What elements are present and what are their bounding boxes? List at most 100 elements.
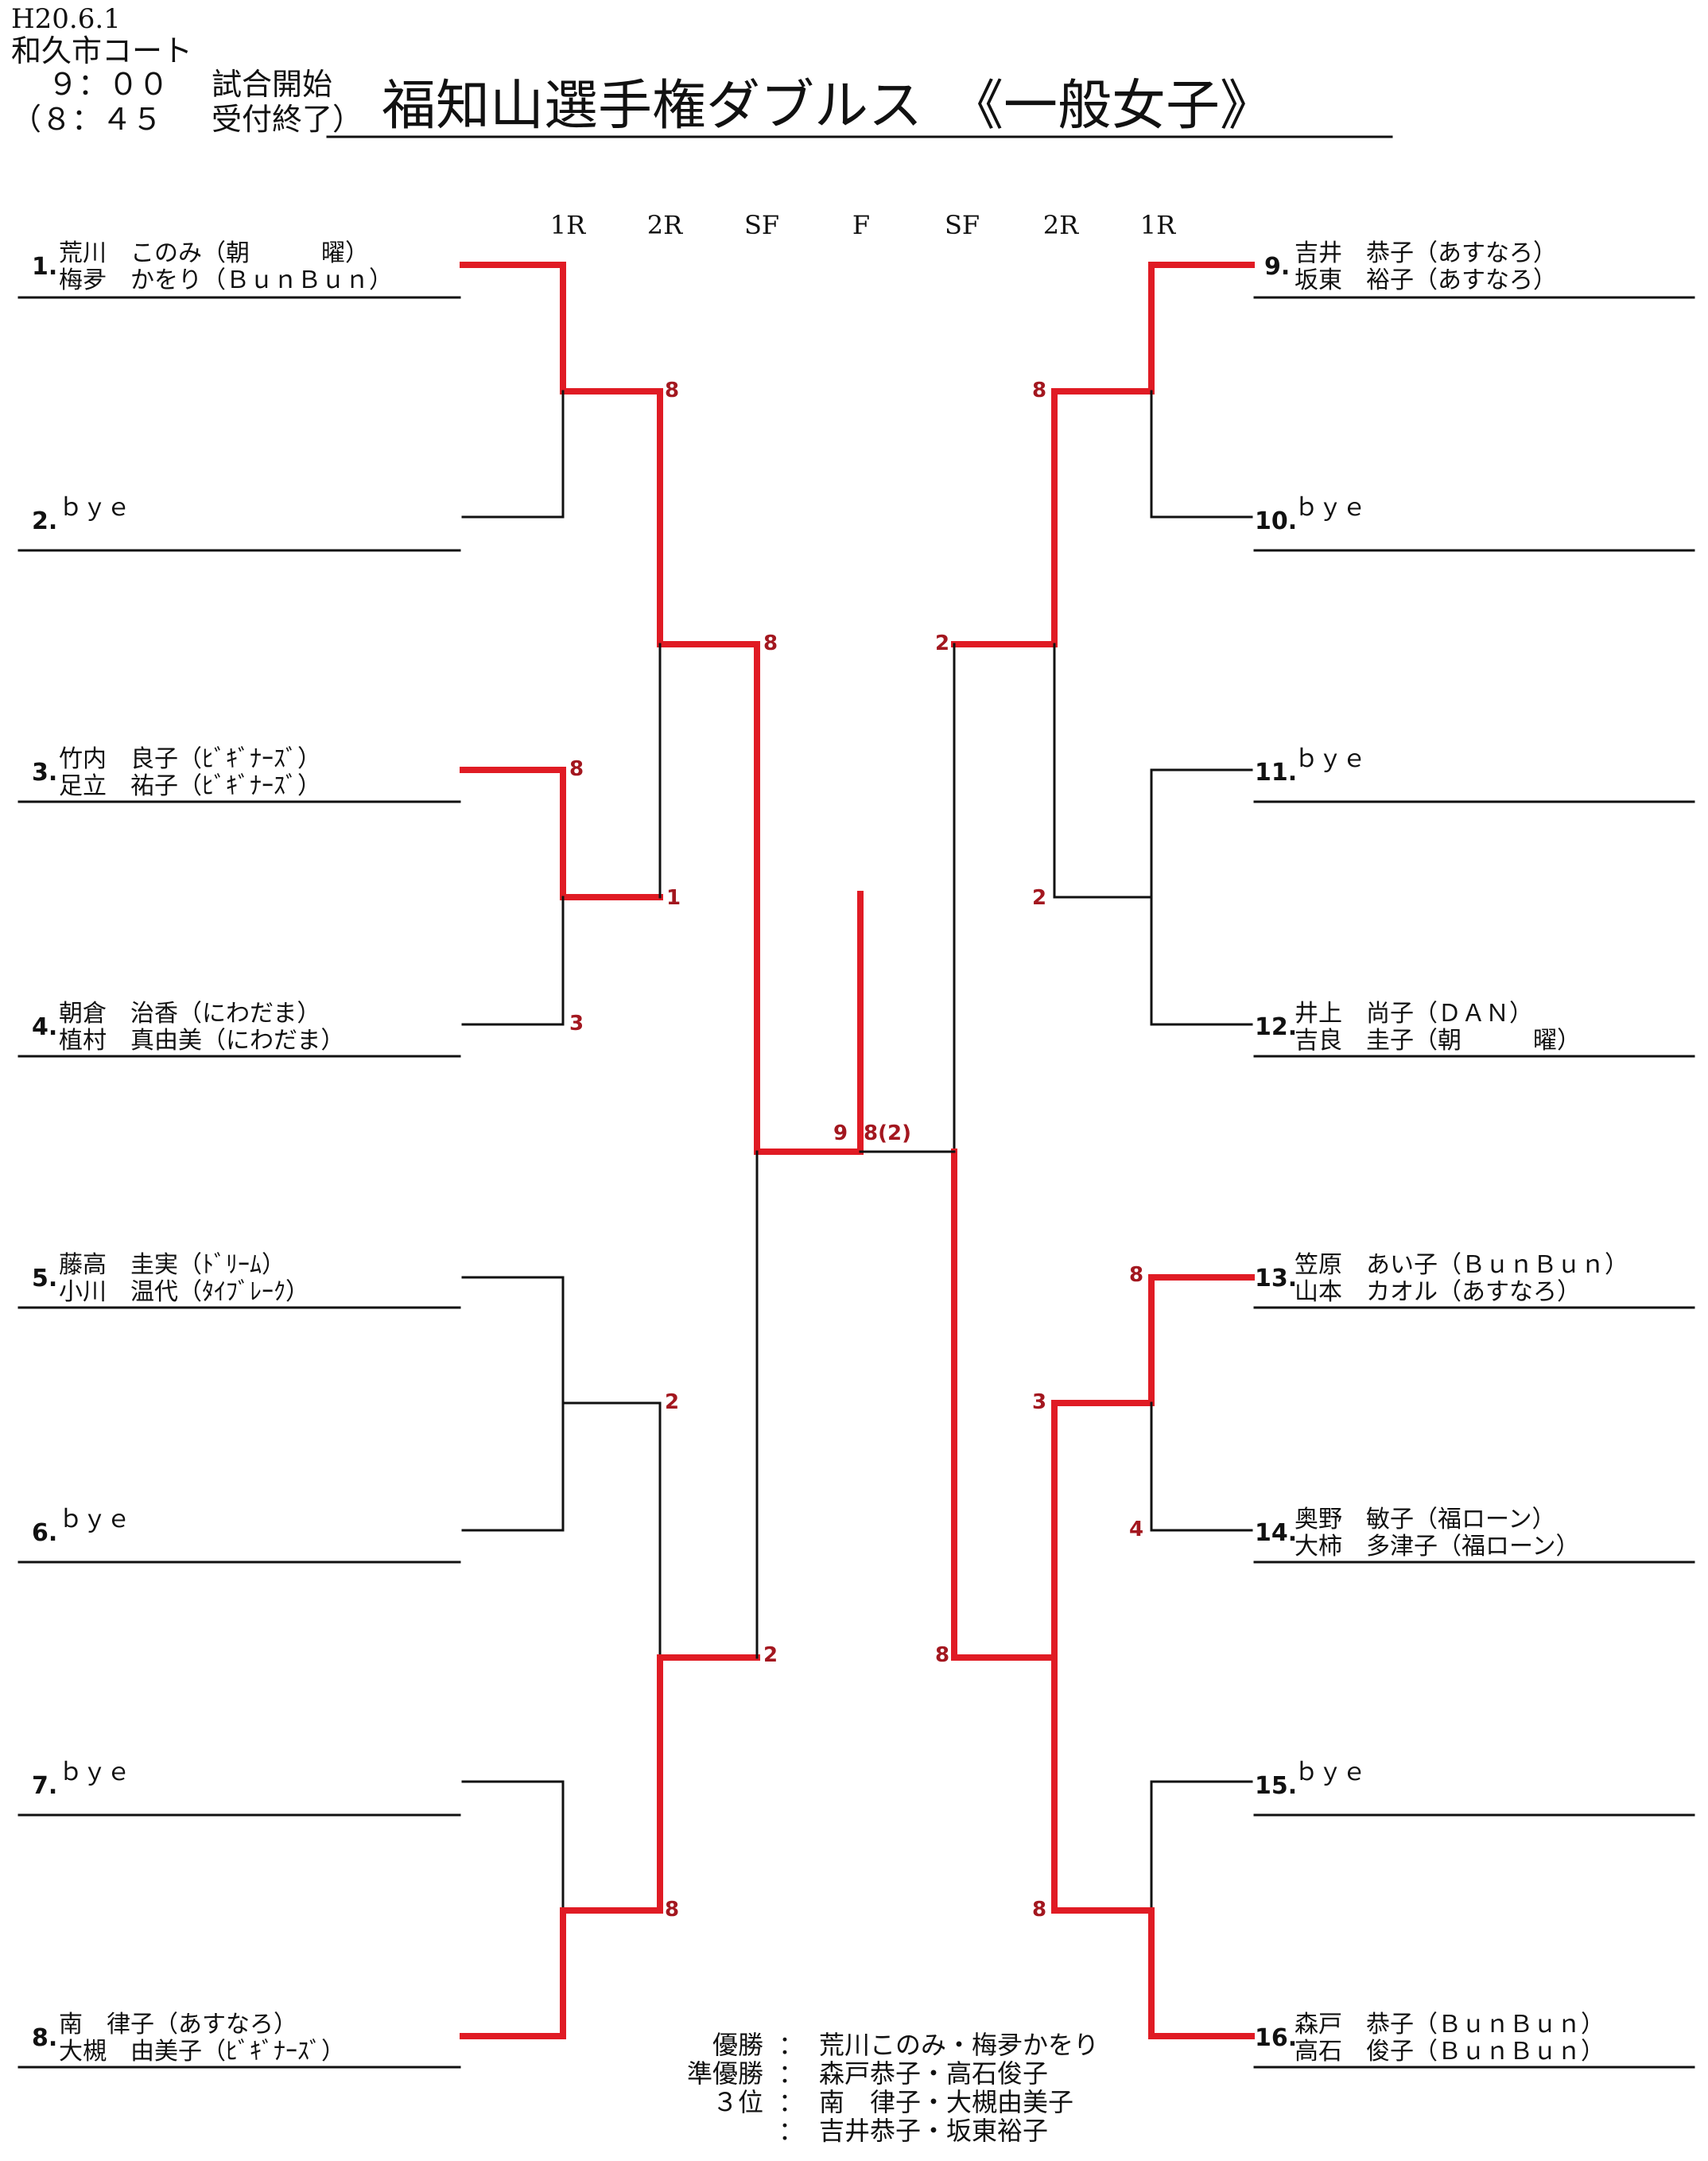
score-right-r2-match2-winner: 8 — [1032, 1898, 1047, 1922]
entry-players: ｂｙｅ — [59, 495, 130, 522]
bracket-line-19 — [1150, 896, 1253, 1026]
entry-players: 荒川 このみ（朝 曜）梅夛 かをり（ＢｕｎＢｕｎ） — [59, 240, 393, 294]
score-final-left: 9 — [833, 1121, 848, 1145]
bracket-line-18 — [1053, 768, 1253, 899]
final-results: 優勝：荒川このみ・梅夛かをり 準優勝 ： 森戸恭子・高石俊子 ３位 ： 南 律子・大槻由… — [644, 2031, 1099, 2145]
player-1: ｂｙｅ — [59, 494, 130, 522]
player-2: 山本 カオル（あすなろ） — [1295, 1278, 1581, 1306]
entry-players: ｂｙｅ — [59, 1506, 130, 1533]
round-label-left-sf: SF — [743, 210, 780, 240]
result-value: 南 律子・大槻由美子 — [819, 2087, 1074, 2117]
bracket-line-21 — [1150, 1401, 1253, 1532]
entry-1: 1. 荒川 このみ（朝 曜）梅夛 かをり（ＢｕｎＢｕｎ） — [0, 239, 461, 294]
bracket-line-1 — [460, 262, 663, 394]
player-1: 笠原 あい子（ＢｕｎＢｕｎ） — [1295, 1251, 1628, 1279]
entry-3: 3. 竹内 良子（ﾋﾞｷﾞﾅｰｽﾞ）足立 祐子（ﾋﾞｷﾞﾅｰｽﾞ） — [0, 744, 461, 800]
start-label: 試合開始 — [212, 67, 333, 102]
score-right-sf-winner: 8 — [935, 1643, 950, 1667]
player-2: 梅夛 かをり（ＢｕｎＢｕｎ） — [59, 266, 393, 294]
bracket-line-6 — [461, 1401, 565, 1532]
entry-number: 16. — [1255, 2024, 1298, 2052]
score-right-r2-match1-loser: 2 — [1032, 886, 1047, 910]
result-separator: ： — [778, 2116, 804, 2146]
score-left-r1-match2-loser: 3 — [569, 1012, 584, 1036]
round-label-right-2r: 2R — [1042, 210, 1079, 240]
bracket-line-3 — [460, 767, 663, 900]
round-label-left-1r: 1R — [549, 210, 586, 240]
entry-8: 8. 南 律子（あすなろ）大槻 由美子（ﾋﾞｷﾞﾅｰｽﾞ） — [0, 2010, 461, 2066]
entry-11: 11. ｂｙｅ — [1255, 744, 1700, 800]
score-left-r1-match1-winner: 8 — [665, 379, 680, 402]
score-right-r1-match3-loser: 4 — [1129, 1518, 1144, 1541]
result-label: 準優勝 — [686, 2058, 763, 2089]
round-label-final: F — [852, 210, 871, 240]
bracket-line-8 — [460, 1907, 663, 2039]
entry-14: 14. 奥野 敏子（福ローン）大柿 多津子（福ローン） — [1255, 1505, 1700, 1561]
entry-number: 5. — [32, 1265, 58, 1292]
entry-number: 1. — [32, 253, 58, 281]
bracket-line-9 — [657, 388, 760, 647]
entry-number: 6. — [32, 1519, 58, 1547]
result-separator: ： — [778, 2087, 804, 2117]
entry-players: 南 律子（あすなろ）大槻 由美子（ﾋﾞｷﾞﾅｰｽﾞ） — [59, 2011, 345, 2066]
score-right-sf-loser: 2 — [935, 632, 950, 655]
entry-number: 13. — [1255, 1265, 1298, 1292]
player-1: 朝倉 治香（にわだま） — [59, 1000, 321, 1028]
player-1: ｂｙｅ — [59, 1506, 130, 1533]
bracket-line-27 — [951, 1654, 1058, 1914]
score-right-r2-match1-winner: 8 — [1032, 379, 1047, 402]
bracket-line-16 — [1051, 262, 1255, 394]
player-2: 坂東 裕子（あすなろ） — [1295, 266, 1557, 294]
player-2: 植村 真由美（にわだま） — [59, 1027, 345, 1055]
page-title: 福知山選手権ダブルス 《一般女子》 — [382, 75, 1275, 138]
entry-players: 朝倉 治香（にわだま）植村 真由美（にわだま） — [59, 1001, 344, 1055]
entry-16: 16. 森戸 恭子（ＢｕｎＢｕｎ）高石 俊子（ＢｕｎＢｕｎ） — [1255, 2010, 1700, 2066]
entry-7: 7. ｂｙｅ — [0, 1758, 461, 1813]
result-runner-up: 準優勝 ： 森戸恭子・高石俊子 — [644, 2059, 1099, 2088]
player-1: 南 律子（あすなろ） — [59, 2011, 297, 2039]
score-left-r2-match1-loser: 1 — [666, 886, 681, 910]
round-label-right-sf: SF — [944, 210, 980, 240]
entry-9: 9. 吉井 恭子（あすなろ）坂東 裕子（あすなろ） — [1255, 239, 1700, 294]
entry-4: 4. 朝倉 治香（にわだま）植村 真由美（にわだま） — [0, 999, 461, 1055]
score-left-r2-match1-winner: 8 — [763, 632, 778, 655]
player-1: ｂｙｅ — [1295, 745, 1366, 773]
player-2: 足立 祐子（ﾋﾞｷﾞﾅｰｽﾞ） — [59, 772, 321, 800]
player-2: 小川 温代（ﾀｲﾌﾞﾚｰｸ） — [59, 1278, 309, 1306]
venue: 和久市コート — [11, 33, 193, 68]
score-right-r1-match3-winner: 8 — [1129, 1263, 1144, 1287]
entry-players: 森戸 恭子（ＢｕｎＢｕｎ）高石 俊子（ＢｕｎＢｕｎ） — [1295, 2011, 1605, 2066]
entry-number: 8. — [32, 2024, 58, 2052]
player-1: 吉井 恭子（あすなろ） — [1295, 239, 1557, 267]
entry-number: 3. — [32, 759, 58, 787]
result-value: 森戸恭子・高石俊子 — [819, 2058, 1049, 2089]
result-separator: ： — [778, 2058, 804, 2089]
player-1: 藤高 圭実（ﾄﾞﾘｰﾑ） — [59, 1251, 285, 1279]
bracket-line-13 — [754, 641, 864, 1155]
bracket-line-12 — [657, 1654, 760, 1914]
entry-number: 14. — [1255, 1519, 1298, 1547]
result-champion: 優勝：荒川このみ・梅夛かをり — [644, 2031, 1099, 2059]
result-third-place-2: ：吉井恭子・坂東裕子 — [644, 2116, 1099, 2145]
player-1: ｂｙｅ — [59, 1759, 130, 1786]
entry-number: 2. — [32, 507, 58, 535]
score-final-right: 8(2) — [864, 1121, 911, 1145]
score-left-r2-match2-loser: 2 — [665, 1390, 680, 1414]
bracket-line-17 — [1150, 390, 1253, 519]
entry-players: 藤高 圭実（ﾄﾞﾘｰﾑ）小川 温代（ﾀｲﾌﾞﾚｰｸ） — [59, 1252, 309, 1306]
entry-players: 奥野 敏子（福ローン）大柿 多津子（福ローン） — [1295, 1506, 1580, 1561]
round-label-right-1r: 1R — [1139, 210, 1176, 240]
player-2: 大柿 多津子（福ローン） — [1295, 1533, 1580, 1561]
player-2: 大槻 由美子（ﾋﾞｷﾞﾅｰｽﾞ） — [59, 2038, 345, 2066]
entry-number: 9. — [1264, 253, 1291, 281]
score-right-r2-match2-loser: 3 — [1032, 1390, 1047, 1414]
result-label: ３位 — [712, 2087, 763, 2117]
reception-label: 受付終了） — [212, 102, 363, 137]
bracket-line-2 — [461, 390, 565, 519]
entry-players: ｂｙｅ — [1295, 1759, 1366, 1786]
bracket-line-20 — [1051, 1274, 1255, 1406]
player-1: 森戸 恭子（ＢｕｎＢｕｎ） — [1295, 2011, 1605, 2039]
bracket-line-5 — [461, 1276, 662, 1405]
